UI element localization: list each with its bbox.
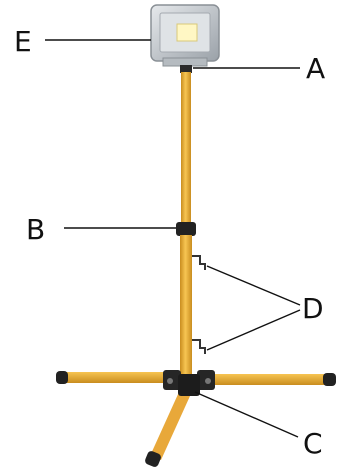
leg-foot-right (323, 373, 336, 386)
floodlight-head (150, 4, 220, 67)
tripod-hub (163, 370, 215, 396)
bracket (180, 65, 192, 73)
cable-hook-lower (192, 339, 206, 354)
cable-hook-upper (192, 255, 206, 270)
led-panel (176, 23, 198, 42)
upper-pole (181, 72, 191, 224)
leader-d-lower (206, 309, 301, 351)
label-e: E (14, 25, 32, 58)
label-a: A (306, 52, 325, 85)
leader-c (194, 391, 299, 438)
lower-pole (180, 235, 192, 375)
label-c: C (303, 427, 323, 460)
leader-lines (45, 39, 301, 438)
leg-foot-front (145, 451, 161, 467)
label-b: B (26, 213, 45, 246)
height-clamp (176, 222, 196, 236)
leg-foot-left (56, 371, 68, 384)
tripod-legs (56, 371, 336, 467)
leader-d-upper (206, 265, 301, 306)
label-d: D (302, 292, 324, 325)
